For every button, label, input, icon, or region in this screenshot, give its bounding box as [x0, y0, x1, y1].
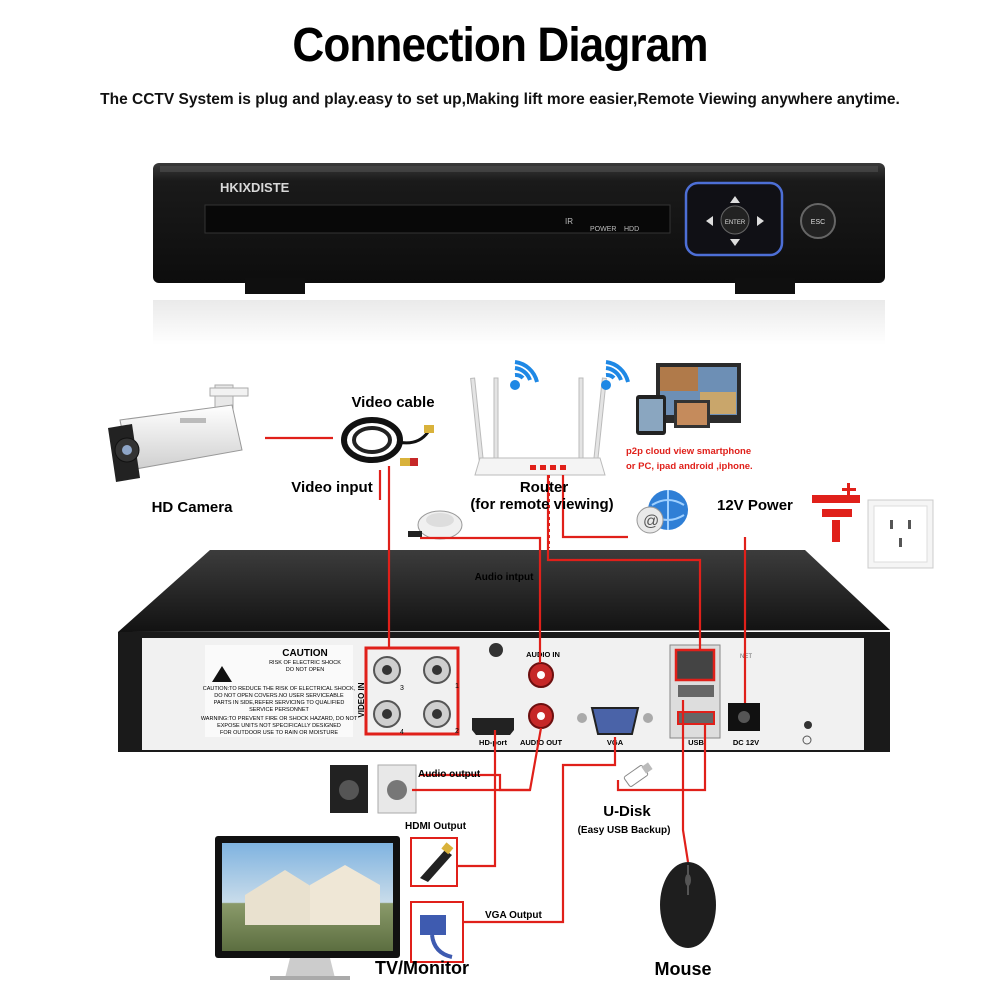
p2p-text: p2p cloud view smartphone [626, 446, 751, 457]
video-cable-label: Video cable [351, 394, 434, 411]
p2p-text: or PC, ipad android ,iphone. [626, 461, 753, 472]
channel-label: 4 [400, 729, 404, 736]
caution-text: EXPOSE UNITS NOT SPECIFICALLY DESIGNED [217, 723, 341, 729]
hdmi-output-label: HDMI Output [405, 821, 467, 832]
dvr-brand: HKIXDISTE [220, 180, 290, 195]
audio-out-label: AUDIO OUT [520, 738, 563, 747]
usb-label: USB [688, 738, 704, 747]
hd-camera-image [108, 384, 249, 482]
mouse-label: Mouse [654, 959, 711, 979]
svg-text:@: @ [643, 513, 659, 530]
video-cable-image [341, 417, 434, 466]
vga-cable-image [410, 901, 464, 963]
page-title: Connection Diagram [292, 19, 708, 72]
caution-text: PARTS IN SIDE,REFER SERVICING TO QUALIFI… [214, 700, 345, 706]
audio-in-label: AUDIO IN [526, 650, 560, 659]
caution-text: FOR OUTDOOR USE TO RAIN OR MOISTURE [220, 730, 338, 736]
caution-text: WARNING:TO PREVENT FIRE OR SHOCK HAZARD,… [201, 716, 358, 722]
caution-sub: DO NOT OPEN [286, 667, 324, 673]
connection-lines [265, 436, 747, 924]
channel-label: 1 [455, 683, 459, 690]
wall-socket-image [867, 499, 934, 569]
internet-globe-icon: @ [636, 490, 688, 534]
dvr-reflection [153, 300, 885, 345]
wifi-icon [601, 360, 630, 390]
audio-output-label: Audio output [418, 769, 481, 780]
usb-drive-image [623, 762, 653, 787]
router-sub-label: (for remote viewing) [470, 496, 613, 513]
hd-camera-label: HD Camera [152, 499, 234, 516]
enter-button-label: ENTER [725, 220, 746, 226]
esc-button-label: ESC [811, 219, 825, 226]
ir-label: IR [565, 217, 573, 226]
caution-text: DO NOT OPEN COVERS.NO USER SERVICEABLE [214, 693, 344, 699]
router-label: Router [520, 479, 568, 496]
caution-text: SERVICE PERSONNET [249, 707, 309, 713]
router-image [470, 377, 607, 476]
dvr-front-unit [153, 163, 885, 294]
microphone-image [408, 510, 463, 540]
caution-text: CAUTION:TO REDUCE THE RISK OF ELECTRICAL… [203, 686, 356, 692]
p2p-devices-image [636, 363, 741, 435]
vga-output-label: VGA Output [485, 910, 543, 921]
power-led-label: POWER [590, 226, 616, 233]
video-input-label: Video input [291, 479, 372, 496]
video-in-label: VIDEO IN [357, 682, 366, 717]
caution-heading: CAUTION [282, 648, 328, 659]
wifi-icon [510, 360, 539, 390]
dc12v-label: DC 12V [733, 738, 759, 747]
udisk-sub-label: (Easy USB Backup) [578, 825, 671, 836]
page-subtitle: The CCTV System is plug and play.easy to… [100, 91, 900, 108]
net-label: NET [740, 654, 752, 660]
power-symbol-icon [812, 483, 860, 542]
udisk-label: U-Disk [603, 803, 651, 820]
mouse-image [660, 862, 716, 948]
tv-monitor-image [215, 836, 400, 980]
dvr-rear-unit [118, 550, 890, 752]
audio-input-label: Audio intput [475, 572, 535, 583]
tv-monitor-label: TV/Monitor [375, 958, 469, 978]
speakers-image [330, 764, 417, 814]
hd-port-label: HD-port [479, 738, 507, 747]
caution-sub: RISK OF ELECTRIC SHOCK [269, 660, 341, 666]
channel-label: 2 [455, 728, 459, 735]
channel-label: 3 [400, 685, 404, 692]
hdmi-cable-image [410, 837, 458, 887]
power-12v-label: 12V Power [717, 497, 793, 514]
hdd-led-label: HDD [624, 226, 639, 233]
